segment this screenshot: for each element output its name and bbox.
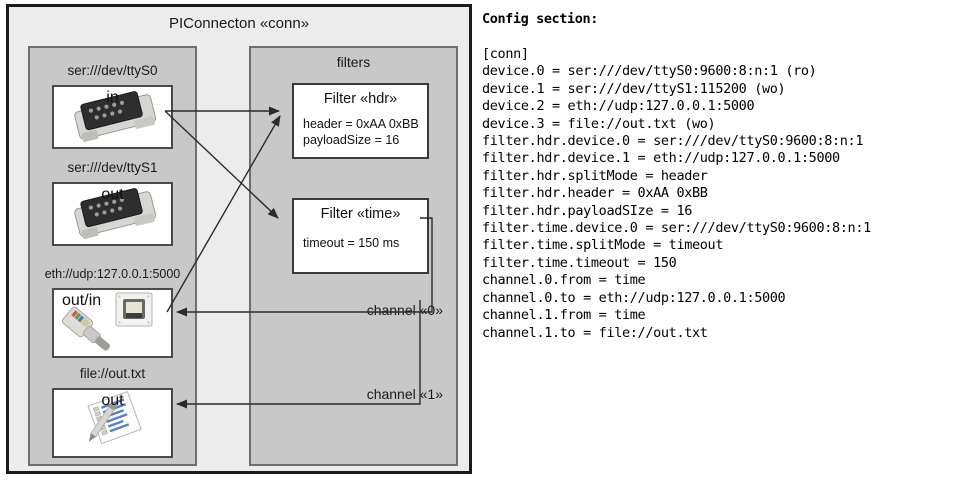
devices-panel: ser:///dev/ttyS0 in [28, 46, 197, 466]
device-box-ttys0[interactable]: in [52, 85, 173, 149]
config-line: filter.hdr.payloadSIze = 16 [482, 202, 692, 219]
device-io-file: out [101, 392, 124, 409]
config-line: device.0 = ser:///dev/ttyS0:9600:8:n:1 (… [482, 63, 817, 80]
text-file-icon [87, 390, 142, 445]
filter-title-hdr: Filter «hdr» [323, 91, 398, 107]
config-line: filter.time.device.0 = ser:///dev/ttyS0:… [482, 220, 871, 237]
config-line: channel.1.from = time [482, 307, 646, 324]
serial-db9-icon [74, 91, 157, 142]
device-label-ttys0: ser:///dev/ttyS0 [67, 63, 158, 78]
device-label-eth: eth://udp:127.0.0.1:5000 [44, 267, 181, 281]
config-heading: Config section: [482, 11, 598, 27]
device-box-eth[interactable]: out/in [52, 288, 173, 358]
config-line: channel.0.from = time [482, 272, 646, 289]
device-box-ttys1[interactable]: out [52, 182, 173, 246]
filters-panel-title: filters [336, 54, 371, 70]
filter-box-time[interactable]: Filter «time» timeout = 150 ms [292, 198, 429, 274]
diagram-title: PIConnecton «conn» [168, 15, 310, 32]
filter-box-hdr[interactable]: Filter «hdr» header = 0xAA 0xBB payloadS… [292, 83, 429, 159]
ethernet-rj45-icon [61, 292, 153, 351]
serial-db9-icon [74, 188, 157, 239]
config-line: filter.hdr.splitMode = header [482, 167, 708, 184]
filter-attr-hdr-header: header = 0xAA 0xBB [303, 117, 419, 131]
config-lines: [conn]device.0 = ser:///dev/ttyS0:9600:8… [482, 46, 871, 342]
device-io-ttys1: out [101, 186, 124, 203]
connection-diagram-frame: PIConnecton «conn» ser:///dev/ttyS0 in [6, 4, 472, 474]
filter-attr-hdr-payload: payloadSize = 16 [303, 133, 400, 147]
filter-title-time: Filter «time» [320, 206, 401, 222]
config-line: device.3 = file://out.txt (wo) [482, 115, 716, 132]
channel-label-1: channel «1» [366, 386, 443, 402]
config-line: filter.time.timeout = 150 [482, 254, 677, 271]
config-line: [conn] [482, 46, 529, 62]
channel-label-0: channel «0» [366, 302, 443, 318]
config-line: filter.hdr.header = 0xAA 0xBB [482, 185, 708, 202]
device-io-ttys0: in [106, 89, 119, 106]
config-line: filter.time.splitMode = timeout [482, 237, 724, 254]
config-line: device.2 = eth://udp:127.0.0.1:5000 [482, 98, 755, 115]
device-label-file: file://out.txt [79, 366, 146, 381]
filter-attr-time-timeout: timeout = 150 ms [303, 236, 400, 250]
device-io-eth: out/in [62, 292, 102, 309]
config-line: filter.hdr.device.0 = ser:///dev/ttyS0:9… [482, 133, 864, 150]
config-line: channel.0.to = eth://udp:127.0.0.1:5000 [482, 289, 786, 306]
config-line: filter.hdr.device.1 = eth://udp:127.0.0.… [482, 150, 840, 167]
config-line: channel.1.to = file://out.txt [482, 324, 708, 341]
device-label-ttys1: ser:///dev/ttyS1 [67, 160, 158, 175]
device-box-file[interactable]: out [52, 388, 173, 458]
config-section: Config section: [conn]device.0 = ser:///… [482, 6, 958, 476]
filters-panel: filters Filter «hdr» header = 0xAA 0xBB … [249, 46, 458, 466]
config-line: device.1 = ser:///dev/ttyS1:115200 (wo) [482, 80, 786, 97]
